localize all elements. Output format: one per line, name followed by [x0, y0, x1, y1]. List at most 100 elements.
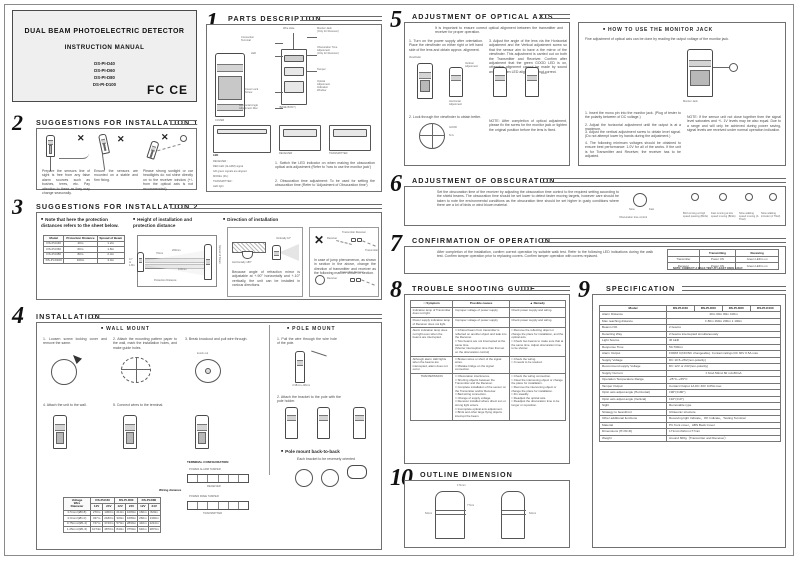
section-5-panel: It is important to ensure correct optica…	[404, 22, 570, 166]
monitor-step-3: 3. Adjust the vertical adjustment screw …	[585, 130, 681, 139]
table-row: Optic axis adjust angle (Horizontal)±90°…	[599, 389, 781, 397]
section-4-number: 4	[12, 303, 24, 329]
label-base-body: (BASE BODY)	[279, 106, 296, 109]
suggestion2-bullet-2: Height of installation and protection di…	[133, 217, 211, 229]
ts-col-symptom: □ Symptom	[409, 300, 454, 308]
cover-model-4: DS-PI-D100	[92, 82, 117, 87]
pole-art-1	[295, 351, 305, 383]
led-legend-3: MODEL (Rx) :	[213, 175, 230, 178]
section-5-number: 5	[390, 7, 402, 33]
confirmation-note: NOTE: CONDUCT A WALK TEST AT LEAST ONCE …	[673, 267, 743, 270]
confirmation-text: After completion of the installation, co…	[437, 250, 653, 259]
jump-note: In case of jump phenomenon, as shown in …	[314, 258, 376, 276]
prohibition-mark-4: ✕	[314, 233, 325, 247]
label-viewfinder: Viewfinder	[409, 56, 422, 59]
monitor-jack-intro: Fine adjustment of optical axis can be d…	[585, 37, 729, 41]
terminal-transmitter-label: TRANSMITTER	[203, 512, 223, 515]
table-row: Max reaching distance± 80m 160m 200m 1 1…	[599, 317, 781, 326]
section-7-title: CONFIRMATION OF OPERATION	[412, 236, 552, 245]
section-6-panel: Set the obscuration time of the receiver…	[404, 186, 786, 226]
section-6-number: 6	[390, 171, 402, 197]
protection-distance-table: Model Protection Distance Spread of Beam…	[42, 235, 126, 265]
cover-model-3: DS-PI-D80	[94, 75, 115, 80]
table-row: DS-PI-D100 100m 3.0m	[42, 257, 126, 265]
section-8-panel: □ Symptom Possible causes ▲ Remedy Indic…	[404, 294, 570, 464]
suggestion2-bullet-1: Note that here the protection distances …	[41, 217, 127, 229]
confirmation-table: Transmitting Receiving Transmitter Power…	[667, 249, 779, 270]
pole-dim: ∅38mm~48mm	[292, 384, 311, 387]
wall-art-6	[195, 415, 209, 449]
outline-dim-1: 171mm	[457, 484, 466, 487]
label-tamper: Tamper	[317, 68, 326, 71]
section-4-panel: WALL MOUNT POLE MOUNT 1. Loosen screw lo…	[36, 322, 382, 550]
wiring-model-3: DS-PI-D80	[137, 496, 161, 505]
table-row: 0.9mm²(Ø1.0) 437m 2180m 330m 1680m 260m …	[63, 515, 161, 522]
label-connection-terminal: Connection Terminal	[241, 36, 255, 42]
monitor-step-1: 1. Insert the mono pin into the monitor …	[585, 111, 681, 120]
label-horizontal-adjustment: Horizontal Adjustment	[449, 100, 462, 106]
jump-label-tx-1: Transmitter	[365, 249, 379, 252]
label-cover: COVER	[215, 119, 225, 122]
led-legend-4: TRANSMITTER :	[213, 180, 233, 183]
label-horizontal-disc: Horizontal Angle Adjustment Disc	[239, 104, 258, 110]
outline-dim-4: 62mm	[529, 512, 537, 515]
section-8-title: TROUBLE SHOOTING GUIDE	[412, 284, 537, 293]
label-good: GOOD	[449, 126, 457, 129]
pole-step-2: 2. Attach the bracket to the pole with t…	[277, 395, 341, 404]
label-vertical-adjustment: Vertical Adjustment	[465, 62, 478, 68]
label-monitor-jack: Monitor Jack (Only for Receiver)	[317, 27, 339, 33]
monitor-step-2: 2. Adjust the horizontal adjustment unti…	[585, 123, 681, 132]
outline-front-view	[435, 491, 466, 539]
label-knock-out: knock out	[197, 352, 209, 355]
specification-table: Model DS-PI-D40 DS-PI-D60 DS-PI-D80 DS-P…	[599, 304, 782, 443]
obsc-caption-2: Fast running at low speed moving (Birds)	[711, 212, 736, 218]
led-legend-title: LED	[213, 154, 219, 157]
table-row: Receiver Power ON Green LED is on	[667, 262, 779, 270]
section-9-panel: Model DS-PI-D40 DS-PI-D60 DS-PI-D80 DS-P…	[592, 294, 786, 548]
label-fast: Fast	[649, 208, 655, 211]
pole-art-2	[285, 407, 298, 439]
table-row: Supply Current± 6mA 50mA 60 mA 80mA	[599, 369, 781, 378]
led-legend-0: RECEIVER :	[213, 160, 228, 163]
wall-step-2: 2. Attach the mounting pattern paper to …	[113, 337, 177, 350]
section-1-title: PARTS DESCRIPTION	[228, 14, 322, 23]
spec-col-model: Model	[599, 304, 667, 313]
section-7-number: 7	[390, 231, 402, 257]
table-row: Indication lamp of Transmitter does not …	[409, 306, 567, 318]
optical-step-1: 1. Turn on the power supply after orient…	[409, 39, 483, 52]
obsc-caption-1: Bird coming at high speed passing (Birds…	[683, 212, 709, 218]
suggestion2-bullet-3: Direction of installation	[223, 217, 293, 223]
suggestion-3-text: Please strong sunlight or car headlights…	[143, 169, 193, 191]
detector-body-art	[215, 53, 245, 117]
jump-panel: ✕ Transmitter Receiver Receiver Transmit…	[309, 227, 379, 297]
wiring-model-1: DS-PI-D40	[89, 496, 116, 505]
label-transmitter: TRANSMITTER	[329, 152, 348, 155]
table-row: Alarm indication lamp does not light eve…	[409, 327, 567, 357]
optical-note: NOTE: After completion of optical adjust…	[489, 119, 567, 132]
table-row: Although alarm LED lights when the beams…	[409, 355, 567, 374]
wiring-title: Wiring distance	[159, 488, 182, 492]
detector-art-2	[98, 133, 110, 155]
label-mount-height: 0.7 to 1.8m	[129, 258, 135, 267]
terminal-config-title: TERMINAL CONFIGURATION	[187, 460, 229, 464]
led-legend-5: LED light	[213, 185, 224, 188]
ts-col-cause: Possible causes	[452, 300, 510, 308]
monitor-note: NOTE: If the sensor unit not close toget…	[687, 115, 781, 133]
terminal-receiver-label: RECEIVER	[207, 485, 221, 488]
dim-100mm: 100mm	[178, 268, 187, 271]
cover-box: DUAL BEAM PHOTOELECTRIC DETECTOR INSTRUC…	[12, 10, 197, 102]
section-8-number: 8	[390, 277, 402, 303]
label-protection-distance: Protection Distance	[154, 279, 177, 282]
pole-back-title: Pole mount back-to-back	[281, 449, 340, 455]
wall-step-4: 4. Attach the unit to the wall.	[43, 403, 87, 407]
prohibition-mark-2: ✕	[117, 134, 125, 144]
